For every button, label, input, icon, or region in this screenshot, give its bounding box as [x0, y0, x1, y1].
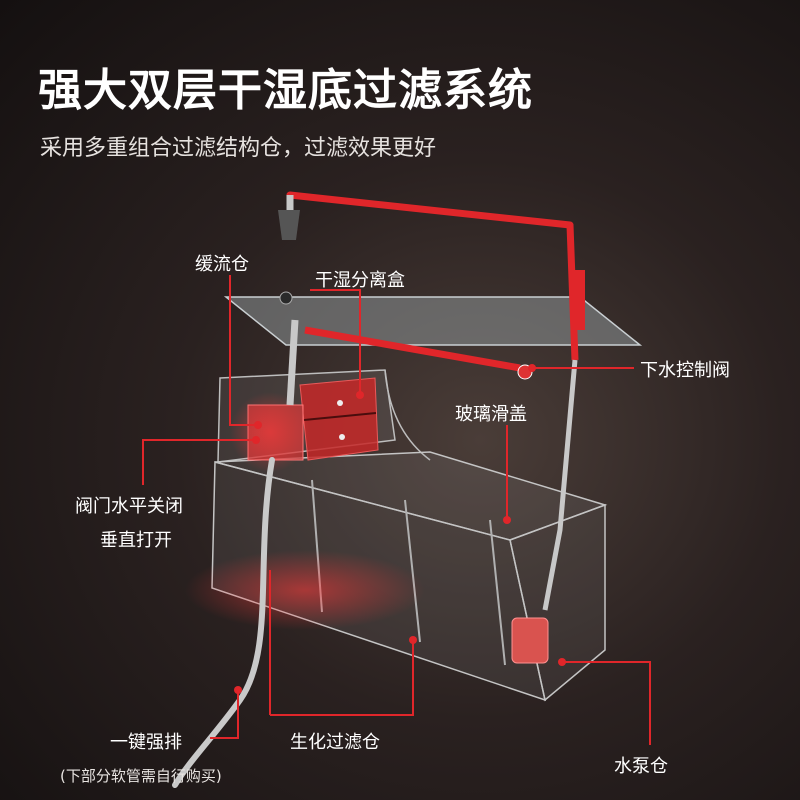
page-subtitle: 采用多重组合过滤结构仓，过滤效果更好 — [40, 136, 437, 161]
drawer-knob-2 — [339, 434, 345, 440]
red-pipe-middle — [304, 326, 521, 372]
red-pipe-vertical — [566, 224, 579, 361]
callout-pump-dot — [558, 658, 566, 666]
water-pump — [511, 617, 549, 664]
callout-drain-dot — [234, 686, 242, 694]
label-pump-chamber: 水泵仓 — [614, 756, 668, 777]
callout-buffer-dot — [254, 421, 262, 429]
partition-3 — [489, 519, 506, 666]
callout-pump — [562, 661, 651, 745]
drawer-divider — [303, 412, 377, 421]
faucet — [278, 210, 300, 240]
label-valve-line2: 垂直打开 — [100, 530, 172, 551]
drain-hose — [172, 457, 275, 788]
label-buffer-chamber: 缓流仓 — [195, 254, 249, 275]
callout-valve-dot — [528, 364, 536, 372]
callout-drain — [210, 690, 239, 739]
label-valve-line1: 阀门水平关闭 — [75, 496, 183, 517]
callout-drywet — [310, 289, 361, 395]
grey-pipe-drop — [542, 359, 578, 611]
callout-valve-open — [142, 439, 256, 485]
bio-chamber-glow — [185, 550, 425, 630]
label-one-key-drain: 一键强排 — [110, 732, 182, 753]
red-pipe-top — [286, 191, 574, 229]
page-title: 强大双层干湿底过滤系统 — [38, 65, 533, 116]
red-pipe-block — [573, 270, 585, 330]
label-bio-chamber: 生化过滤仓 — [290, 732, 380, 753]
callout-bio-dot — [409, 636, 417, 644]
buffer-glow — [230, 392, 310, 472]
plate-hole — [279, 291, 293, 305]
upper-tank-curve — [384, 369, 431, 461]
callout-buffer — [229, 275, 258, 426]
label-drain-valve: 下水控制阀 — [640, 360, 730, 381]
label-dry-wet-box: 干湿分离盒 — [315, 270, 405, 291]
callout-glass-dot — [503, 516, 511, 524]
label-glass-cover: 玻璃滑盖 — [455, 404, 527, 425]
callout-drywet-dot — [356, 391, 364, 399]
callout-bio-2 — [270, 640, 414, 716]
grey-pipe-overflow — [286, 319, 299, 406]
drawer-knob-1 — [337, 400, 343, 406]
label-hose-note: (下部分软管需自行购买) — [60, 767, 222, 785]
partition-2 — [404, 499, 421, 643]
callout-valve-open-dot — [252, 436, 260, 444]
